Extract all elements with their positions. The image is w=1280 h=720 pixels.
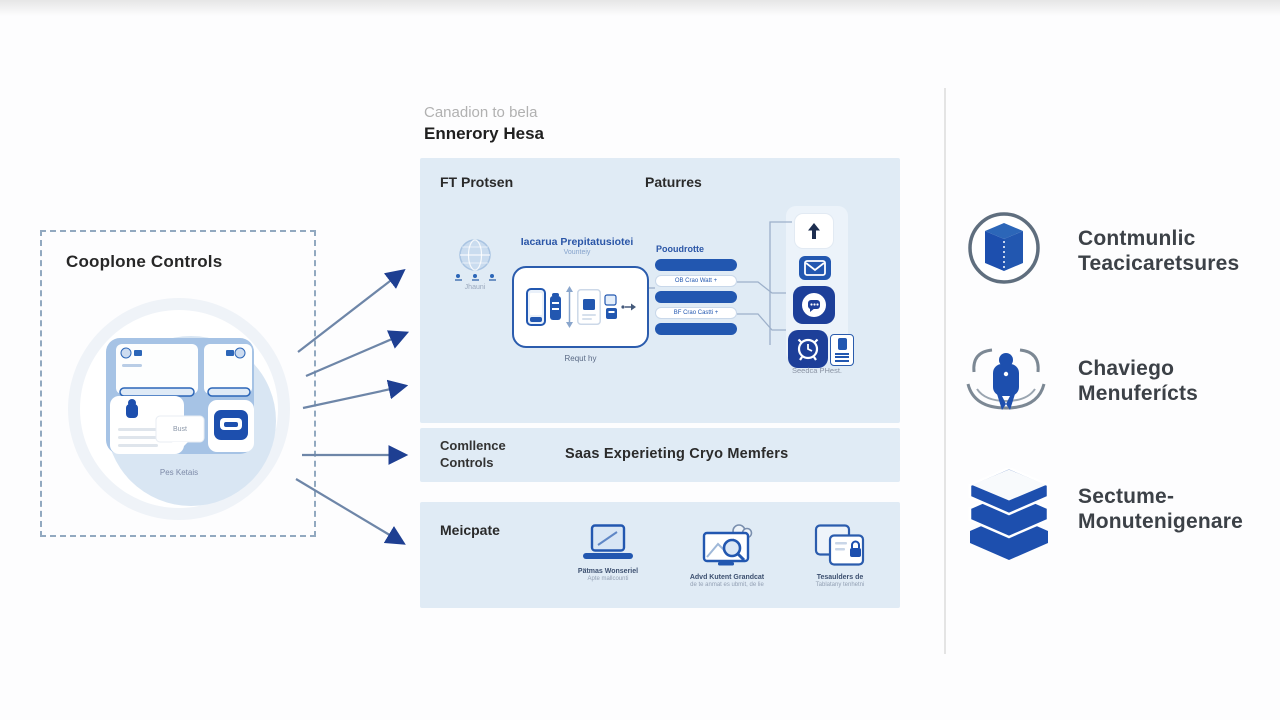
- flow-caption: Requt hy: [564, 354, 597, 363]
- bars-label: Pooudrotte: [656, 244, 704, 254]
- globe-sub-icons: [444, 274, 506, 281]
- updown-arrow-icon: [565, 286, 573, 328]
- chat-tile: [793, 286, 835, 324]
- bar-solid: [655, 323, 737, 335]
- header-eyebrow: Canadion to bela: [424, 104, 538, 121]
- mail-tile: [799, 256, 831, 280]
- process-panel: FT Protsen Paturres Jhauni Iacarua Prepi…: [420, 158, 900, 423]
- item-subcaption: Apte mallcounti: [587, 576, 629, 582]
- document-icon: [576, 289, 601, 325]
- protocol-bars: OB Crao Watt + BF Crao Castti +: [655, 259, 737, 335]
- server-tower-icon: [968, 212, 1040, 284]
- channel-icon-column: [786, 206, 854, 368]
- alarm-tile: [788, 330, 828, 368]
- bar-labeled: BF Crao Castti +: [655, 307, 737, 319]
- label-line1: Sectume-: [1078, 485, 1175, 508]
- circle-content-illustration: [106, 338, 254, 454]
- arrow: [302, 379, 409, 410]
- upload-arrow-tile: [795, 214, 833, 248]
- right-item-infrastructure-label: Contmunlic Teacicaretsures: [1078, 226, 1239, 276]
- label-line2: Monutenigenare: [1078, 510, 1243, 533]
- bar-labeled: OB Crao Watt +: [655, 275, 737, 287]
- robot-icon: [966, 348, 1046, 410]
- flow-subtitle: Vounteiy: [563, 249, 591, 256]
- panel2-label-line1: Comllence: [440, 438, 506, 453]
- panel1-right-header: Paturres: [645, 174, 702, 190]
- right-item-assistant: [962, 338, 1050, 428]
- outer-ring: Bust Pes Ketais: [68, 298, 290, 520]
- arrow: [305, 330, 410, 378]
- envelope-icon: [804, 260, 826, 276]
- left-box-title: Cooplone Controls: [66, 252, 223, 271]
- flow-title: Iacarua Prepitatusiotei: [520, 236, 634, 248]
- cards-lock-icon: [814, 524, 865, 566]
- top-gradient-band: [0, 0, 1280, 16]
- alarm-bell-icon: [797, 338, 819, 361]
- server-icon: [549, 293, 561, 320]
- compliance-row-panel: Comllence Controls Saas Experieting Cryo…: [420, 428, 900, 482]
- bar-solid: [655, 291, 737, 303]
- phone-icon: [525, 288, 546, 326]
- text-line: [835, 356, 849, 359]
- icon-column-caption: Seedca PHest.: [791, 366, 843, 375]
- label-line2: Teacicaretsures: [1078, 252, 1240, 275]
- panel2-headline: Saas Experieting Cryo Memfers: [565, 446, 789, 462]
- layers-stack-icon: [968, 468, 1050, 560]
- item-subcaption: Tablatany tenhetni: [815, 582, 865, 588]
- globe-label: Jhauni: [464, 284, 486, 291]
- phone-glyph: [837, 338, 847, 351]
- text-line: [835, 359, 849, 362]
- panel3-label: Meicpate: [440, 522, 500, 538]
- right-item-stack-label: Sectume- Monutenigenare: [1078, 484, 1243, 534]
- mini-cards-icon: [603, 293, 617, 319]
- label-line2: Menuferícts: [1078, 382, 1199, 405]
- globe-group: Jhauni: [444, 238, 506, 291]
- item-caption: Tesaulders de: [816, 574, 864, 581]
- right-item-stack: [968, 468, 1050, 562]
- up-arrow-icon: [808, 223, 820, 239]
- bar-solid: [655, 259, 737, 271]
- mitigate-item-records: Tesaulders de Tablatany tenhetni: [780, 524, 900, 588]
- item-caption: Advd Kutent Grandcat: [689, 574, 765, 581]
- right-item-infrastructure: [966, 210, 1042, 286]
- text-line: [835, 352, 849, 355]
- header-title: Ennerory Hesa: [424, 124, 544, 143]
- label-line1: Chaviego: [1078, 357, 1175, 380]
- item-subcaption: de te anmat es ubmit, de lie: [690, 582, 764, 588]
- monitor-search-icon: [702, 524, 753, 566]
- item-caption: Pätmas Wonseriel: [577, 568, 639, 575]
- device-log-card: [830, 334, 854, 366]
- right-item-assistant-label: Chaviego Menuferícts: [1078, 356, 1198, 406]
- flow-arrow-icon: [620, 303, 636, 311]
- circle-bottom-label: Pes Ketais: [159, 468, 199, 477]
- compliance-controls-box: Cooplone Controls: [40, 230, 316, 537]
- laptop-icon: [583, 524, 633, 559]
- panel2-label-line2: Controls: [440, 455, 494, 470]
- vertical-divider: [944, 88, 946, 654]
- chat-bubble-icon: [802, 293, 826, 317]
- label-line1: Contmunlic: [1078, 227, 1196, 250]
- panel1-left-header: FT Protsen: [440, 174, 514, 190]
- circle-center-label: Bust: [172, 425, 187, 433]
- panel2-label: Comllence Controls: [440, 437, 506, 471]
- mitigate-item-scan: Advd Kutent Grandcat de te anmat es ubmi…: [667, 524, 787, 588]
- globe-icon: [459, 239, 491, 271]
- mitigate-item-laptop: Pätmas Wonseriel Apte mallcounti: [548, 524, 668, 582]
- device-flow-box: [512, 266, 649, 348]
- mitigate-row-panel: Meicpate Pätmas Wonseriel Apte mallcount…: [420, 502, 900, 608]
